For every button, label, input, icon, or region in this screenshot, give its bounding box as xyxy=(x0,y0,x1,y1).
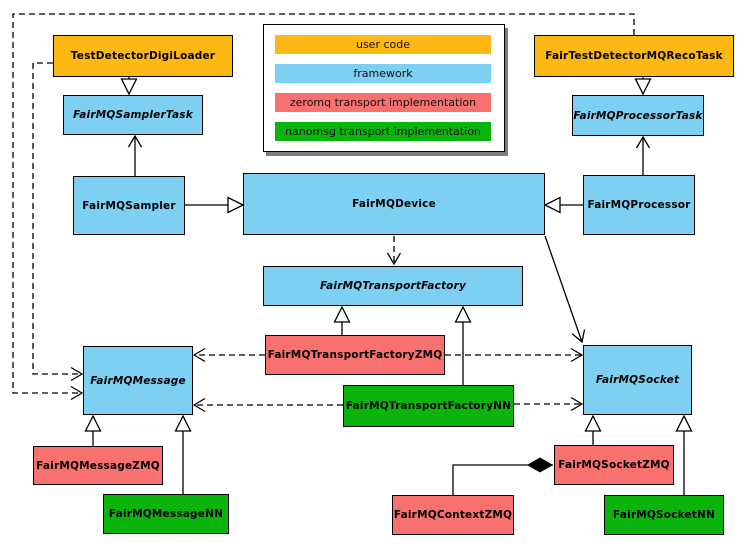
class-box-fairmqsamplertask: FairMQSamplerTask xyxy=(63,95,203,135)
class-box-fairmqmessage: FairMQMessage xyxy=(83,346,193,415)
class-box-fairmqsocketnn: FairMQSocketNN xyxy=(604,495,724,535)
class-box-fairtestdetectormqrecotask: FairTestDetectorMQRecoTask xyxy=(534,35,734,77)
edge-contextzmq-socketzmq xyxy=(452,457,553,495)
class-box-fairmqsocketzmq: FairMQSocketZMQ xyxy=(554,445,674,485)
class-box-fairmqdevice: FairMQDevice xyxy=(243,173,545,235)
legend: user code framework zeromq transport imp… xyxy=(263,24,505,152)
class-box-fairmqcontextzmq: FairMQContextZMQ xyxy=(392,495,514,535)
legend-item-zeromq: zeromq transport implementation xyxy=(275,93,491,112)
class-box-fairmqsocket: FairMQSocket xyxy=(583,345,692,415)
class-box-testdetectordigiloader: TestDetectorDigiLoader xyxy=(53,35,233,77)
class-box-fairmqsampler: FairMQSampler xyxy=(73,176,185,235)
edge-device-socket xyxy=(544,235,582,342)
class-box-fairmqtransportfactory: FairMQTransportFactory xyxy=(263,266,523,306)
class-box-fairmqtransportfactoryzmq: FairMQTransportFactoryZMQ xyxy=(265,335,445,375)
class-box-fairmqtransportfactorynn: FairMQTransportFactoryNN xyxy=(343,385,514,427)
class-box-fairmqmessagezmq: FairMQMessageZMQ xyxy=(33,446,163,485)
class-box-fairmqprocessortask: FairMQProcessorTask xyxy=(572,95,704,136)
legend-item-nanomsg: nanomsg transport implementation xyxy=(275,122,491,141)
class-box-fairmqmessagenn: FairMQMessageNN xyxy=(103,494,229,534)
legend-item-framework: framework xyxy=(275,64,491,83)
class-box-fairmqprocessor: FairMQProcessor xyxy=(583,175,695,235)
legend-item-user-code: user code xyxy=(275,35,491,54)
